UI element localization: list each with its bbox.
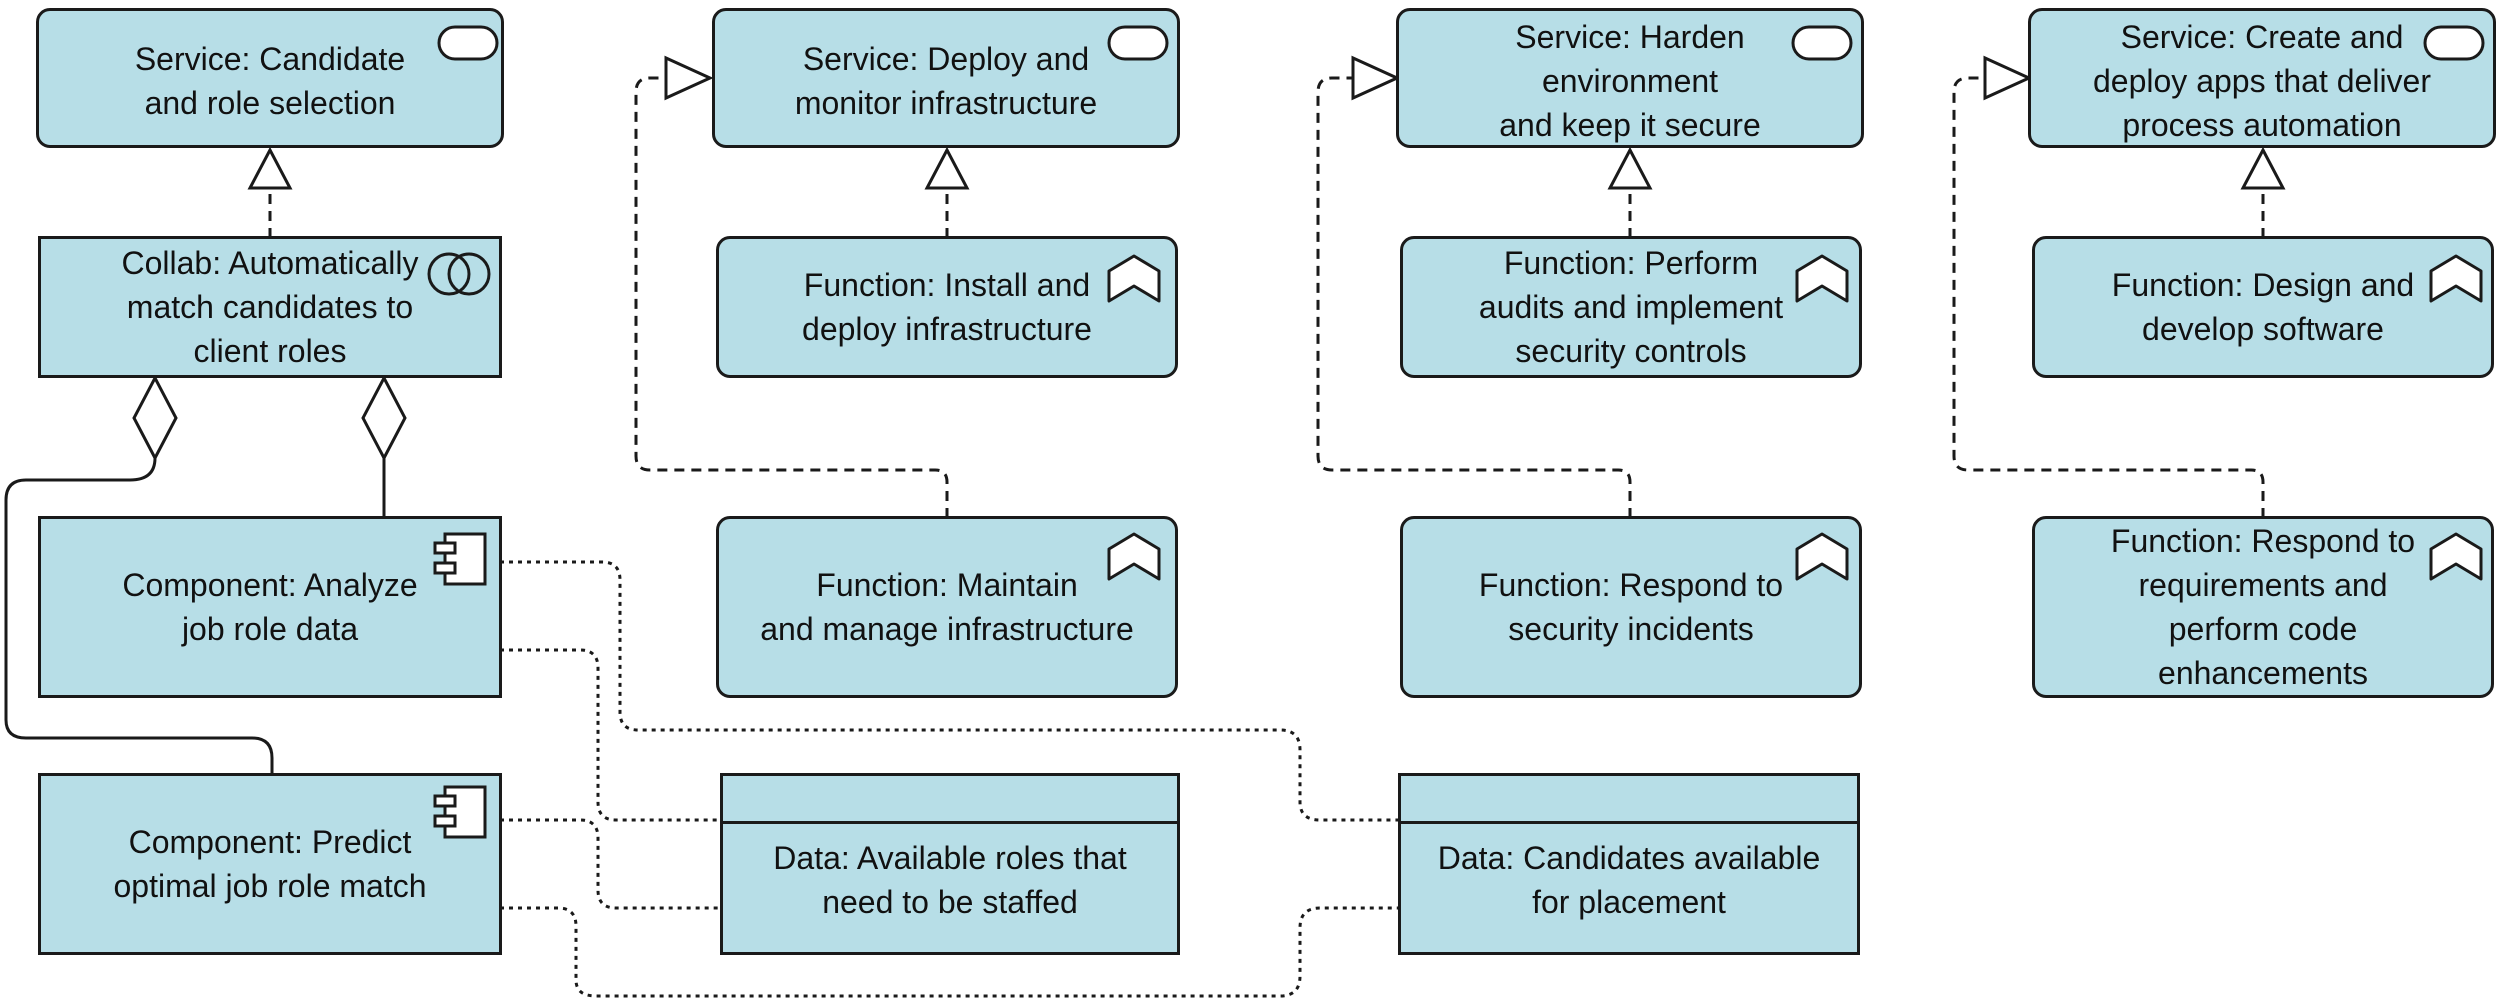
component-analyze-job-role-data[interactable]: Component: Analyze job role data	[38, 516, 502, 698]
service-harden-environment[interactable]: Service: Harden environment and keep it …	[1396, 8, 1864, 148]
relation-access	[500, 560, 1400, 822]
function-icon	[1107, 532, 1161, 581]
function-design-develop[interactable]: Function: Design and develop software	[2032, 236, 2494, 378]
node-label: Function: Maintain and manage infrastruc…	[760, 567, 1134, 647]
node-label: Component: Analyze job role data	[122, 567, 418, 647]
service-icon	[2423, 25, 2485, 61]
node-label: Function: Respond to security incidents	[1478, 567, 1784, 647]
relation-aggregation	[4, 374, 274, 775]
service-icon	[437, 25, 499, 61]
relation-access	[500, 906, 1400, 998]
function-perform-audits[interactable]: Function: Perform audits and implement s…	[1400, 236, 1862, 378]
service-deploy-monitor[interactable]: Service: Deploy and monitor infrastructu…	[712, 8, 1180, 148]
service-candidate-role-selection[interactable]: Service: Candidate and role selection	[36, 8, 504, 148]
service-create-deploy-apps[interactable]: Service: Create and deploy apps that del…	[2028, 8, 2496, 148]
component-predict-job-role-match[interactable]: Component: Predict optimal job role matc…	[38, 773, 502, 955]
service-icon	[1107, 25, 1169, 61]
relation-realization	[1316, 55, 1632, 518]
node-label: Service: Deploy and monitor infrastructu…	[794, 41, 1098, 121]
collaboration-icon	[427, 252, 491, 296]
node-label: Data: Available roles that need to be st…	[773, 840, 1127, 920]
node-label: Service: Candidate and role selection	[134, 41, 406, 121]
function-install-deploy[interactable]: Function: Install and deploy infrastruct…	[716, 236, 1178, 378]
relation-realization	[634, 55, 949, 518]
node-label: Service: Create and deploy apps that del…	[2093, 19, 2431, 143]
function-icon	[2429, 254, 2483, 303]
function-maintain-manage[interactable]: Function: Maintain and manage infrastruc…	[716, 516, 1178, 698]
function-icon	[1107, 254, 1161, 303]
relation-access	[500, 818, 722, 910]
collaboration-match-candidates[interactable]: Collab: Automatically match candidates t…	[38, 236, 502, 378]
function-icon	[2429, 532, 2483, 581]
node-label: Component: Predict optimal job role matc…	[113, 824, 427, 904]
data-object-header	[1401, 776, 1857, 824]
function-icon	[1795, 532, 1849, 581]
relation-aggregation	[361, 374, 407, 518]
function-respond-security-incidents[interactable]: Function: Respond to security incidents	[1400, 516, 1862, 698]
node-label: Function: Perform audits and implement s…	[1478, 245, 1784, 369]
function-icon	[1795, 254, 1849, 303]
function-respond-requirements[interactable]: Function: Respond to requirements and pe…	[2032, 516, 2494, 698]
relation-realization	[2240, 146, 2286, 238]
relation-realization	[1607, 146, 1653, 238]
node-label: Service: Harden environment and keep it …	[1499, 19, 1761, 143]
node-label: Collab: Automatically match candidates t…	[121, 245, 419, 369]
relation-access	[500, 648, 722, 822]
relation-realization	[924, 146, 970, 238]
node-label: Data: Candidates available for placement	[1437, 840, 1821, 920]
relation-realization	[247, 146, 293, 238]
data-object-header	[723, 776, 1177, 824]
service-icon	[1791, 25, 1853, 61]
relation-realization	[1952, 55, 2265, 518]
node-label: Function: Respond to requirements and pe…	[2110, 523, 2416, 691]
data-candidates-available[interactable]: Data: Candidates available for placement	[1398, 773, 1860, 955]
data-available-roles[interactable]: Data: Available roles that need to be st…	[720, 773, 1180, 955]
component-icon	[433, 532, 487, 586]
component-icon	[433, 785, 487, 839]
node-label: Function: Design and develop software	[2111, 267, 2415, 347]
node-label: Function: Install and deploy infrastruct…	[802, 267, 1092, 347]
